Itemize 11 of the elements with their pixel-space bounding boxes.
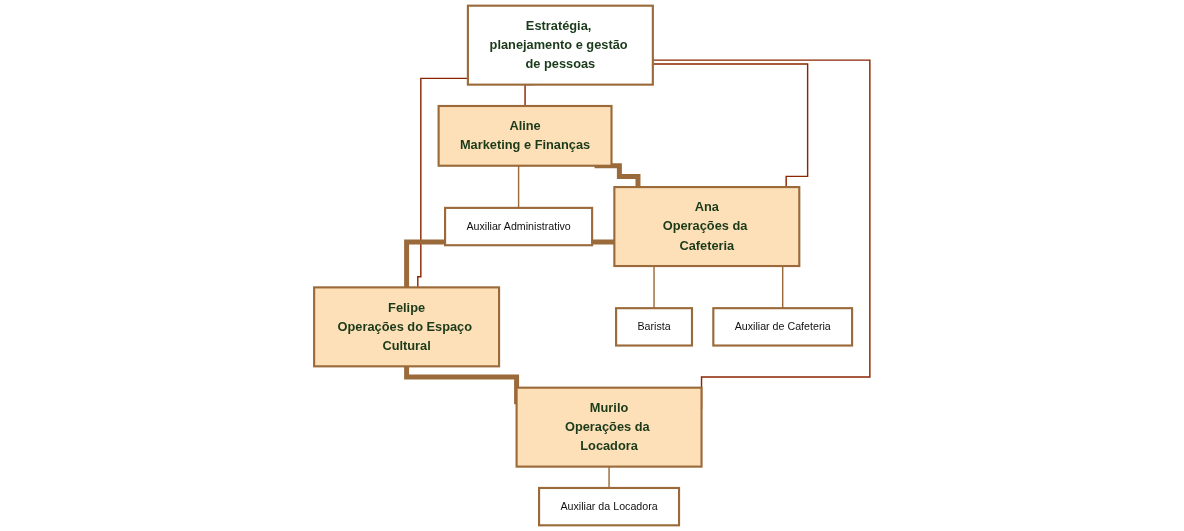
node-box: Aline Marketing e Finanças — [437, 104, 613, 167]
connector — [652, 63, 809, 188]
node-box: Estratégia, planejamento e gestão de pessoas — [466, 4, 654, 86]
node-box: Auxiliar Administrativo — [444, 206, 594, 247]
node-box: Auxiliar de Cafeteria — [712, 307, 854, 347]
node-box: Murilo Operações da Locadora — [515, 386, 703, 468]
connector — [594, 163, 641, 188]
node-box: Barista — [615, 307, 694, 347]
node-box: Ana Operações da Cafeteria — [613, 186, 801, 268]
node-box: Felipe Operações do Espaço Cultural — [313, 286, 501, 368]
node-box: Auxiliar da Locadora — [538, 486, 681, 527]
